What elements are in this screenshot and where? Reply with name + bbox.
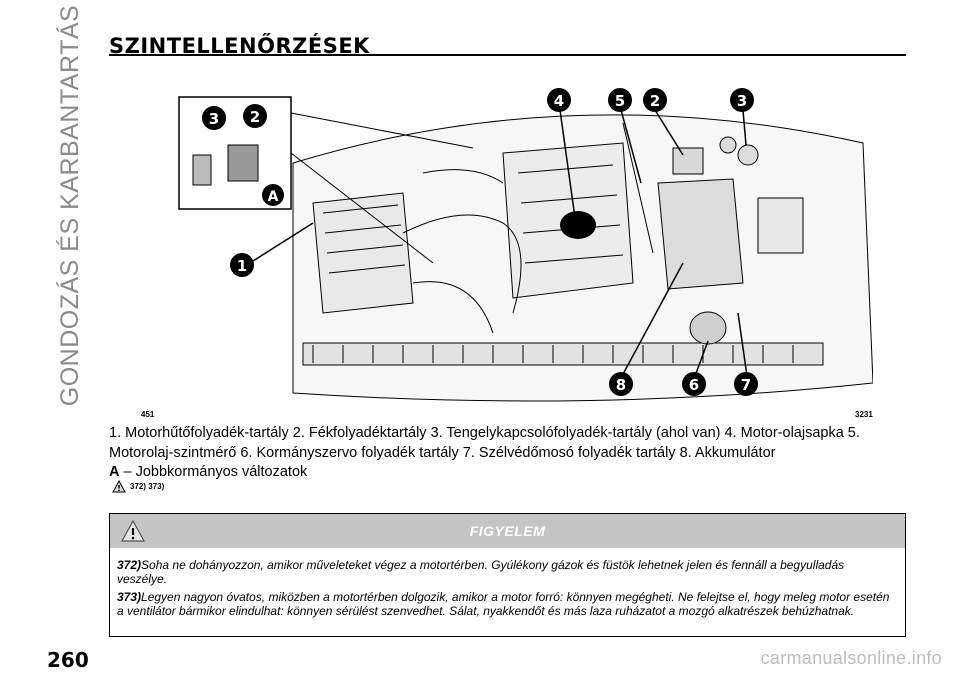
- svg-text:2: 2: [250, 108, 260, 126]
- leader-lines: [252, 109, 748, 377]
- oil-cap: [560, 211, 596, 239]
- warning-box: FIGYELEM 372)Soha ne dohányozzon, amikor…: [109, 513, 906, 637]
- chapter-title: GONDOZÁS ÉS KARBANTARTÁS: [56, 4, 85, 406]
- warning-ref-numbers: 372) 373): [130, 481, 165, 491]
- title-divider: [109, 54, 906, 56]
- warning-header: FIGYELEM: [110, 514, 905, 548]
- figure-code: 3231: [855, 410, 873, 419]
- warning-title: FIGYELEM: [469, 523, 546, 539]
- engine-bay-figure: 3 2 A 1 4 5 2 3 8: [178, 88, 873, 402]
- svg-text:A: A: [268, 189, 279, 205]
- svg-text:5: 5: [615, 92, 625, 110]
- svg-text:8: 8: [616, 376, 626, 394]
- callout-2: 2: [643, 88, 667, 112]
- svg-text:1: 1: [237, 257, 247, 275]
- watermark: carmanualsonline.info: [760, 648, 942, 668]
- warning-body: 372)Soha ne dohányozzon, amikor művelete…: [117, 558, 897, 623]
- inset-callout-3: 3: [202, 106, 226, 130]
- callout-8: 8: [609, 372, 633, 396]
- warning-triangle-icon: [112, 479, 126, 492]
- warning-references: 372) 373): [112, 478, 164, 494]
- svg-text:6: 6: [689, 376, 699, 394]
- callout-1: 1: [230, 253, 254, 277]
- chapter-side-tab: GONDOZÁS ÉS KARBANTARTÁS: [57, 4, 85, 405]
- callout-5: 5: [608, 88, 632, 112]
- svg-text:3: 3: [737, 92, 747, 110]
- svg-text:7: 7: [741, 376, 751, 394]
- engine-bay-drawing: [292, 114, 873, 402]
- caption-items: 1. Motorhűtőfolyadék-tartály 2. Fékfolya…: [109, 425, 860, 461]
- svg-text:4: 4: [554, 92, 564, 110]
- variant-text: – Jobbkormányos változatok: [119, 464, 308, 480]
- page-number: 260: [47, 648, 89, 672]
- callout-7: 7: [734, 372, 758, 396]
- inset-callout-2: 2: [243, 104, 267, 128]
- svg-text:2: 2: [650, 92, 660, 110]
- figure-number: 451: [141, 410, 155, 419]
- warning-item: 372)Soha ne dohányozzon, amikor művelete…: [117, 558, 845, 586]
- figure-caption: 1. Motorhűtőfolyadék-tartály 2. Fékfolya…: [109, 424, 907, 483]
- warning-icon: [120, 519, 146, 542]
- callout-3: 3: [730, 88, 754, 112]
- svg-text:3: 3: [209, 110, 219, 128]
- callout-4: 4: [547, 88, 571, 112]
- inset-callout-A: A: [262, 184, 284, 206]
- warning-item: 373)Legyen nagyon óvatos, miközben a mot…: [117, 590, 890, 618]
- callout-6: 6: [682, 372, 706, 396]
- caption-variant: A – Jobbkormányos változatok: [109, 463, 907, 483]
- variant-letter: A: [109, 464, 120, 480]
